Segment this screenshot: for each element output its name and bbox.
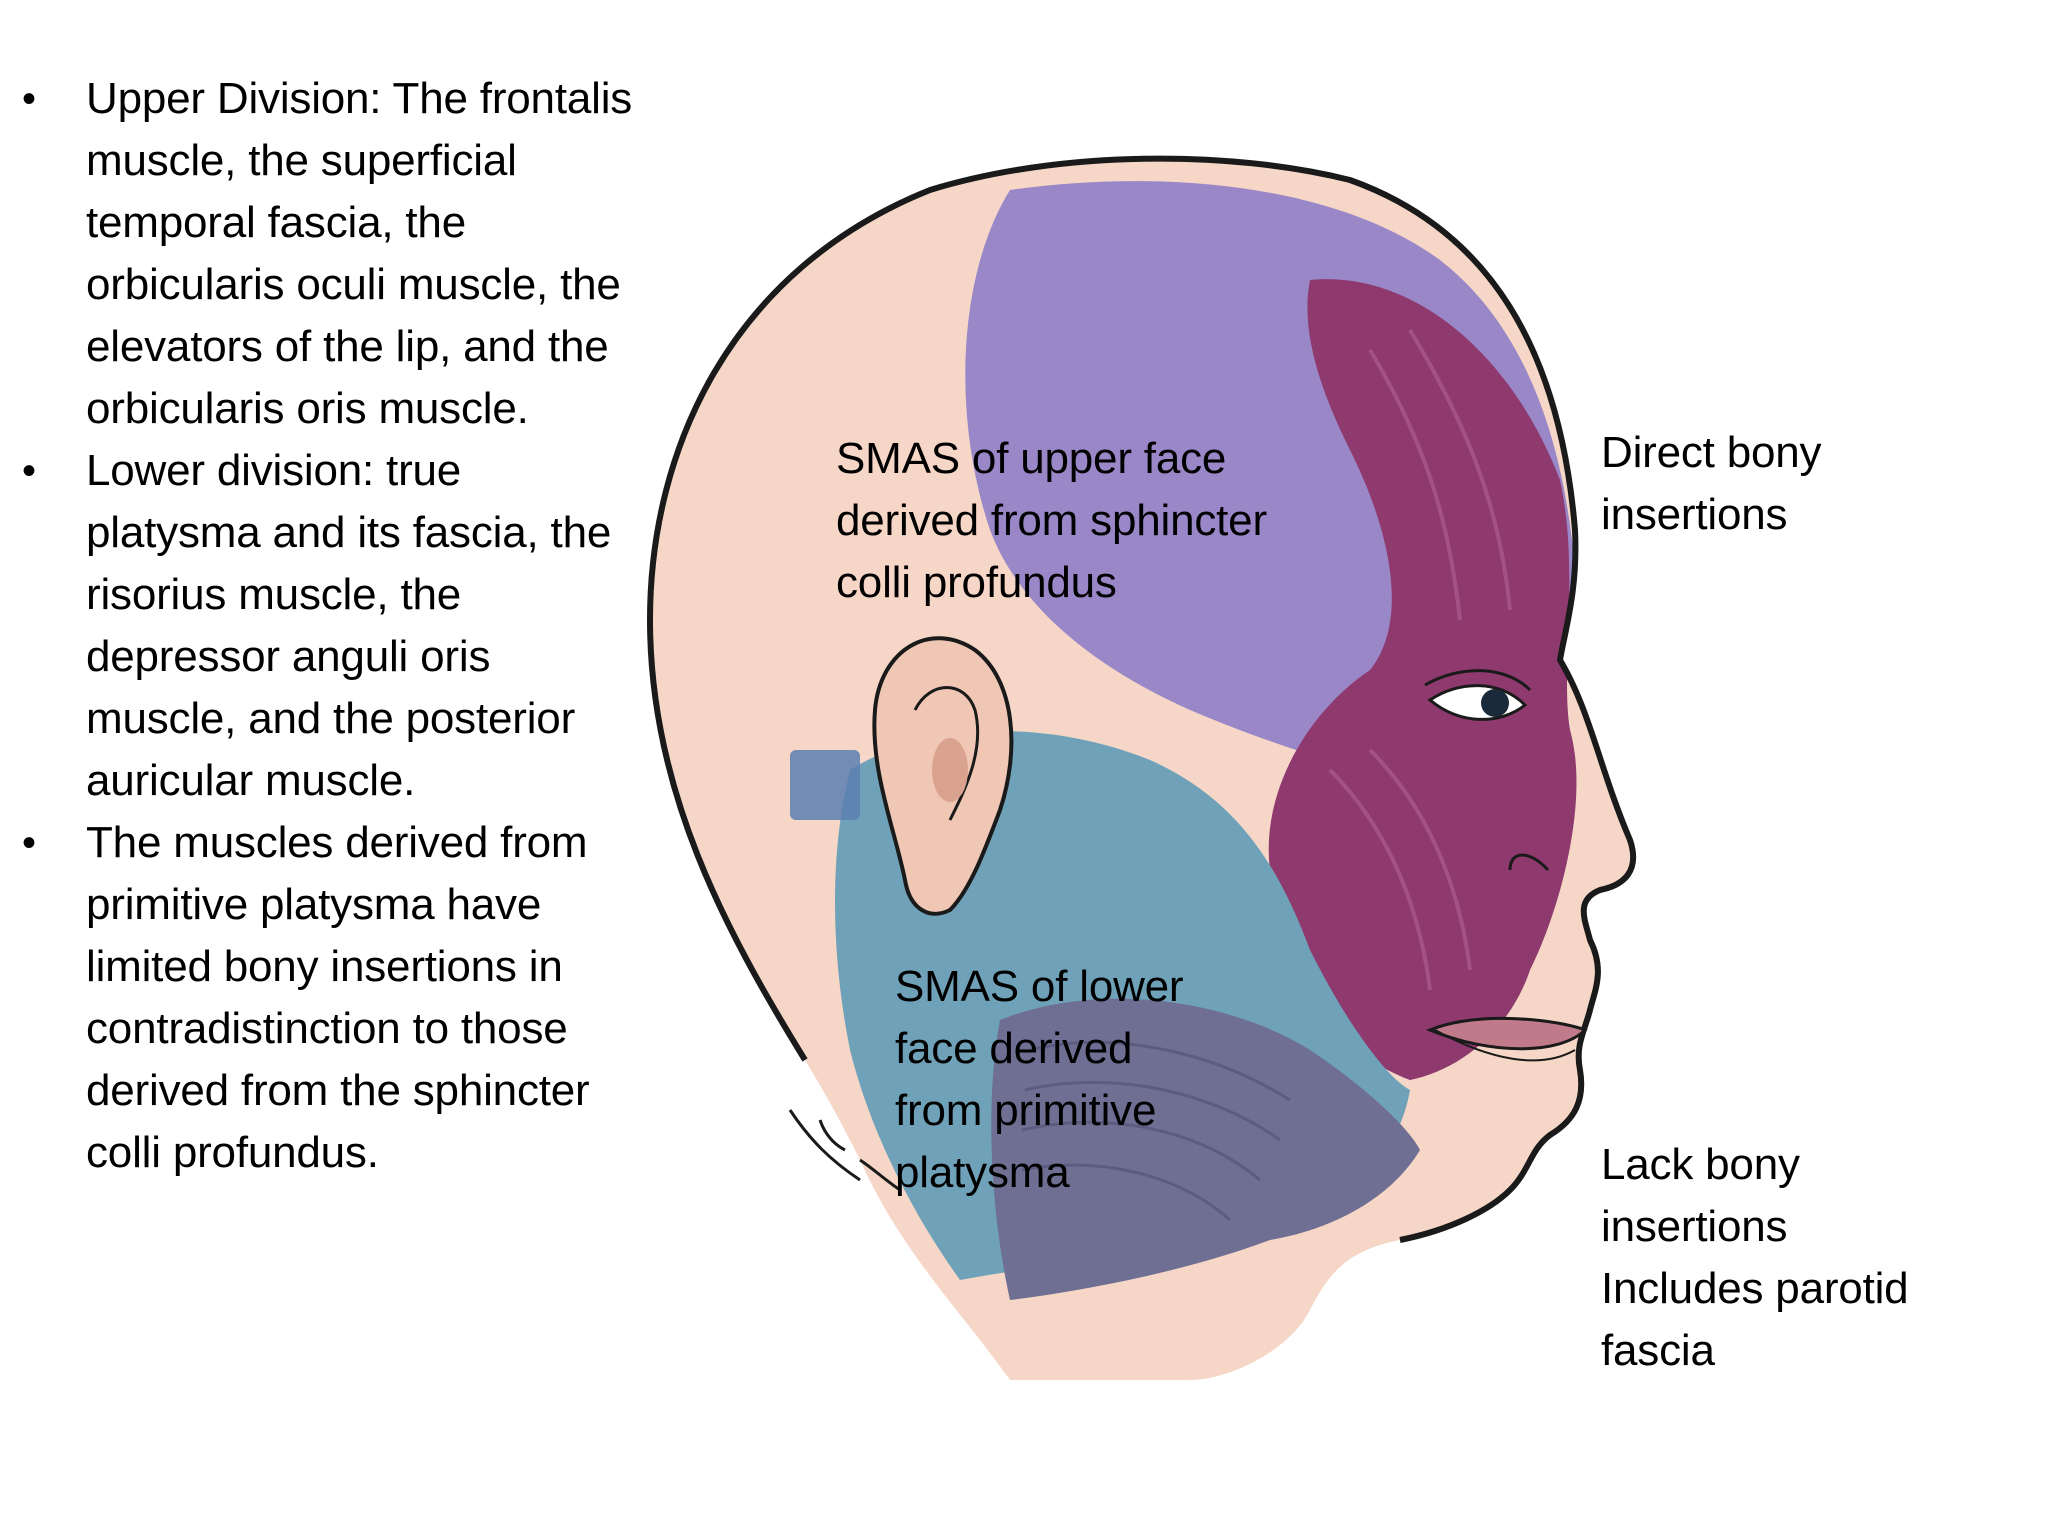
eye [1424,669,1532,721]
bullet-item-primitive-platysma: • The muscles derived from primitive pla… [20,812,640,1184]
lips [1426,1017,1588,1062]
bullet-dot: • [22,449,36,493]
facial-muscle-fibers [1328,328,1512,991]
bullet-dot: • [22,77,36,121]
platysma-region [991,998,1420,1300]
label-lack-bony-insertions: Lack bony insertions Includes parotid fa… [1601,1140,1909,1375]
bullet-text: Upper Division: The frontalis muscle, th… [86,74,633,433]
label-smas-lower-face: SMAS of lower face derived from primitiv… [895,962,1184,1197]
label-smas-upper-face: SMAS of upper face derived from sphincte… [836,434,1267,607]
nostril [1508,853,1550,872]
head-anatomy-illustration [646,155,1637,1381]
bullet-item-lower-division: • Lower division: true platysma and its … [20,440,640,812]
bullet-text: The muscles derived from primitive platy… [86,818,590,1177]
bullet-list: • Upper Division: The frontalis muscle, … [20,68,640,1184]
parotid-fascia-patch [790,750,860,820]
head-outline [646,155,1637,1243]
label-direct-bony-insertions: Direct bony insertions [1601,428,1822,539]
bullet-text: Lower division: true platysma and its fa… [86,446,612,805]
bullet-dot: • [22,821,36,865]
platysma-fiber-lines [1021,1040,1291,1222]
facial-muscle-region [1268,279,1577,1080]
ear [872,636,1014,916]
signature-mark [788,1109,901,1192]
bullet-item-upper-division: • Upper Division: The frontalis muscle, … [20,68,640,440]
